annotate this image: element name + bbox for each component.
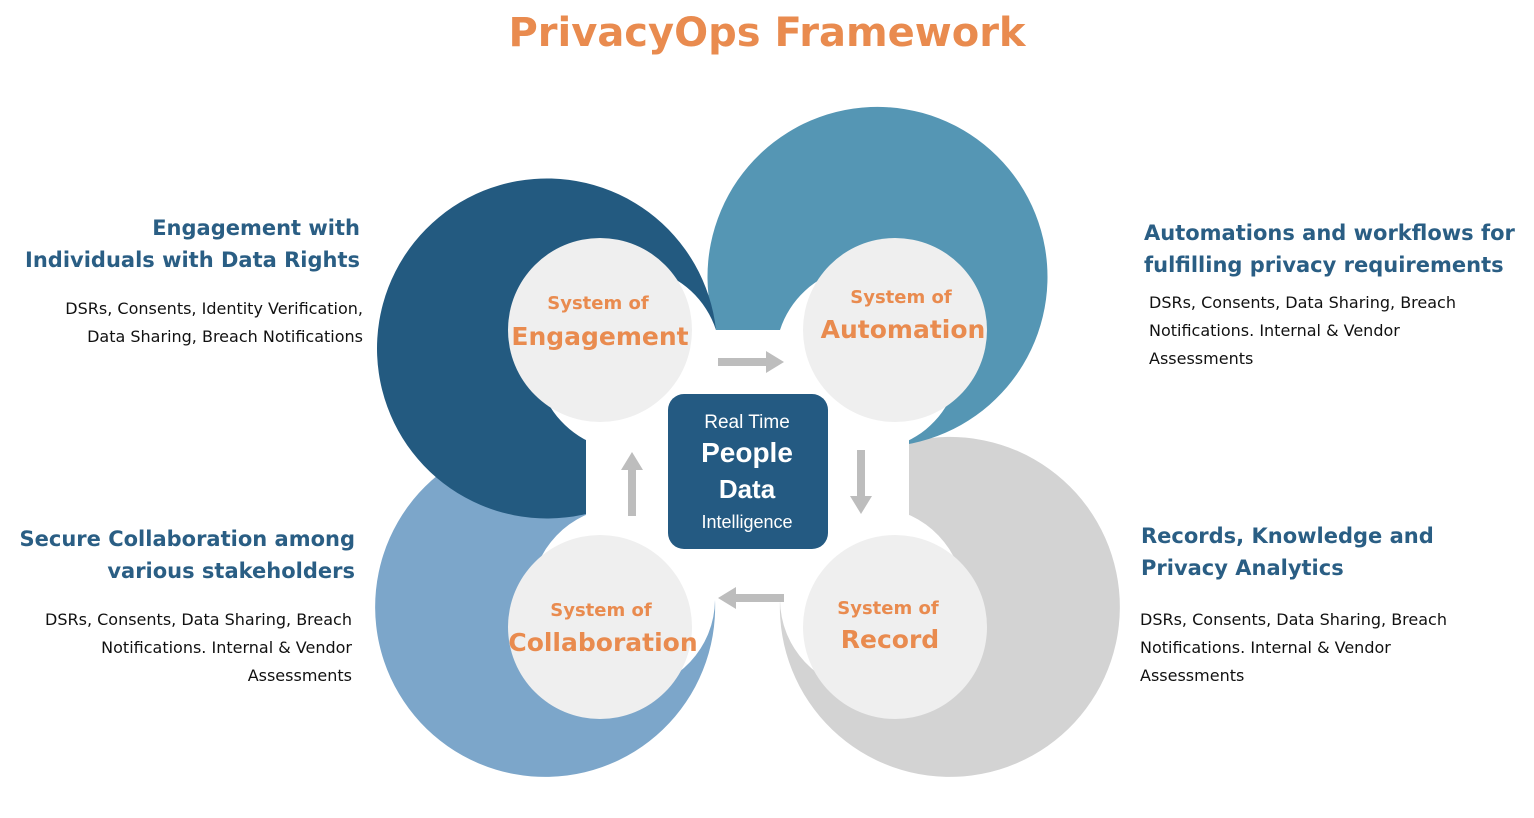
center-line1: Real Time <box>704 412 790 433</box>
center-line4: Intelligence <box>701 512 792 532</box>
bottom-left-heading-line: various stakeholders <box>107 559 355 583</box>
automation-big: Automation <box>821 315 986 344</box>
record-circle <box>803 535 987 719</box>
center-box <box>668 394 828 549</box>
bottom-left-body-line: Assessments <box>247 666 352 685</box>
bottom-right-body-line: Notifications. Internal & Vendor <box>1140 638 1391 657</box>
automation-small: System of <box>850 287 952 308</box>
top-right-heading-line: fulfilling privacy requirements <box>1144 253 1504 277</box>
collaboration-circle <box>508 535 692 719</box>
record-big: Record <box>841 625 939 654</box>
top-left-body-line: Data Sharing, Breach Notifications <box>87 327 363 346</box>
bottom-right-heading-line: Records, Knowledge and <box>1141 524 1434 548</box>
top-left-body: DSRs, Consents, Identity Verification, D… <box>20 295 363 351</box>
top-right-body-line: Assessments <box>1149 349 1254 368</box>
top-right-body-line: Notifications. Internal & Vendor <box>1149 321 1400 340</box>
bottom-right-heading-line: Privacy Analytics <box>1141 556 1344 580</box>
arrow-up-icon <box>621 452 643 516</box>
arrow-down-icon <box>850 450 872 514</box>
record-small: System of <box>837 598 939 619</box>
engagement-circle <box>508 238 692 422</box>
collaboration-small: System of <box>550 600 652 621</box>
bottom-right-body-line: Assessments <box>1140 666 1245 685</box>
collaboration-big: Collaboration <box>508 628 697 657</box>
bottom-left-heading: Secure Collaboration among various stake… <box>10 523 355 587</box>
top-left-heading-line: Engagement with <box>152 216 360 240</box>
bottom-right-body: DSRs, Consents, Data Sharing, Breach Not… <box>1140 606 1510 690</box>
bottom-left-body: DSRs, Consents, Data Sharing, Breach Not… <box>10 606 352 690</box>
top-right-body-line: DSRs, Consents, Data Sharing, Breach <box>1149 293 1456 312</box>
top-left-body-line: DSRs, Consents, Identity Verification, <box>65 299 363 318</box>
arrow-left-icon <box>718 587 784 609</box>
top-right-body: DSRs, Consents, Data Sharing, Breach Not… <box>1149 289 1519 373</box>
bottom-right-body-line: DSRs, Consents, Data Sharing, Breach <box>1140 610 1447 629</box>
bottom-right-heading: Records, Knowledge and Privacy Analytics <box>1141 520 1501 584</box>
top-left-heading-line: Individuals with Data Rights <box>25 248 360 272</box>
center-line2: People <box>701 437 793 468</box>
bottom-left-heading-line: Secure Collaboration among <box>19 527 355 551</box>
engagement-big: Engagement <box>511 322 688 351</box>
arrow-right-icon <box>718 351 784 373</box>
top-left-heading: Engagement with Individuals with Data Ri… <box>20 212 360 276</box>
top-right-heading-line: Automations and workflows for <box>1144 221 1515 245</box>
diagram-title: PrivacyOps Framework <box>508 10 1026 56</box>
engagement-small: System of <box>547 293 649 314</box>
top-right-heading: Automations and workflows for fulfilling… <box>1144 217 1524 281</box>
automation-circle <box>803 238 987 422</box>
bottom-left-body-line: Notifications. Internal & Vendor <box>101 638 352 657</box>
center-line3: Data <box>719 474 776 504</box>
bottom-left-body-line: DSRs, Consents, Data Sharing, Breach <box>45 610 352 629</box>
